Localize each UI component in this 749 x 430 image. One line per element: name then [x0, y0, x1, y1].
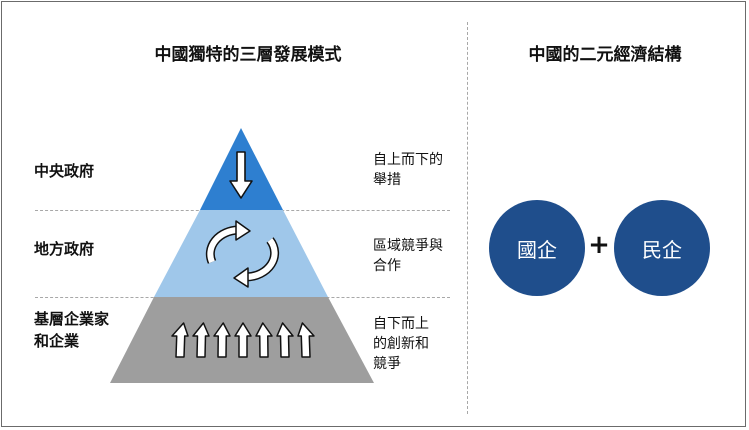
up-arrow	[255, 322, 273, 358]
three-tier-title: 中國獨特的三層發展模式	[154, 45, 342, 65]
tier-label-central-government: 中央政府	[34, 162, 95, 180]
plus-icon: +	[588, 230, 610, 260]
dual-economy-title: 中國的二元經濟結構	[528, 45, 682, 65]
cycle-arrows-icon	[205, 220, 280, 288]
tier-description-regional: 區域競爭與 合作	[373, 238, 443, 274]
state-owned-enterprise-circle: 國企	[489, 200, 585, 296]
vertical-divider	[467, 22, 468, 414]
up-arrow	[297, 322, 315, 358]
up-arrow	[234, 322, 252, 358]
up-arrow	[213, 322, 231, 358]
private-enterprise-label: 民企	[642, 237, 682, 262]
tier-label-local-government: 地方政府	[34, 240, 95, 258]
tier-label-grassroots-enterprises: 基層企業家 和企業	[34, 310, 110, 350]
up-arrows-icon	[171, 322, 315, 358]
up-arrow	[192, 322, 210, 358]
up-arrow	[171, 322, 189, 358]
arrow-down-icon	[229, 151, 253, 199]
pyramid-tier-middle	[154, 210, 328, 297]
private-enterprise-circle: 民企	[614, 200, 710, 296]
state-owned-enterprise-label: 國企	[517, 237, 557, 262]
tier-description-bottom-up: 自下而上 的創新和 競爭	[373, 316, 429, 372]
up-arrow	[276, 322, 294, 358]
tier-description-top-down: 自上而下的 舉措	[373, 152, 443, 188]
